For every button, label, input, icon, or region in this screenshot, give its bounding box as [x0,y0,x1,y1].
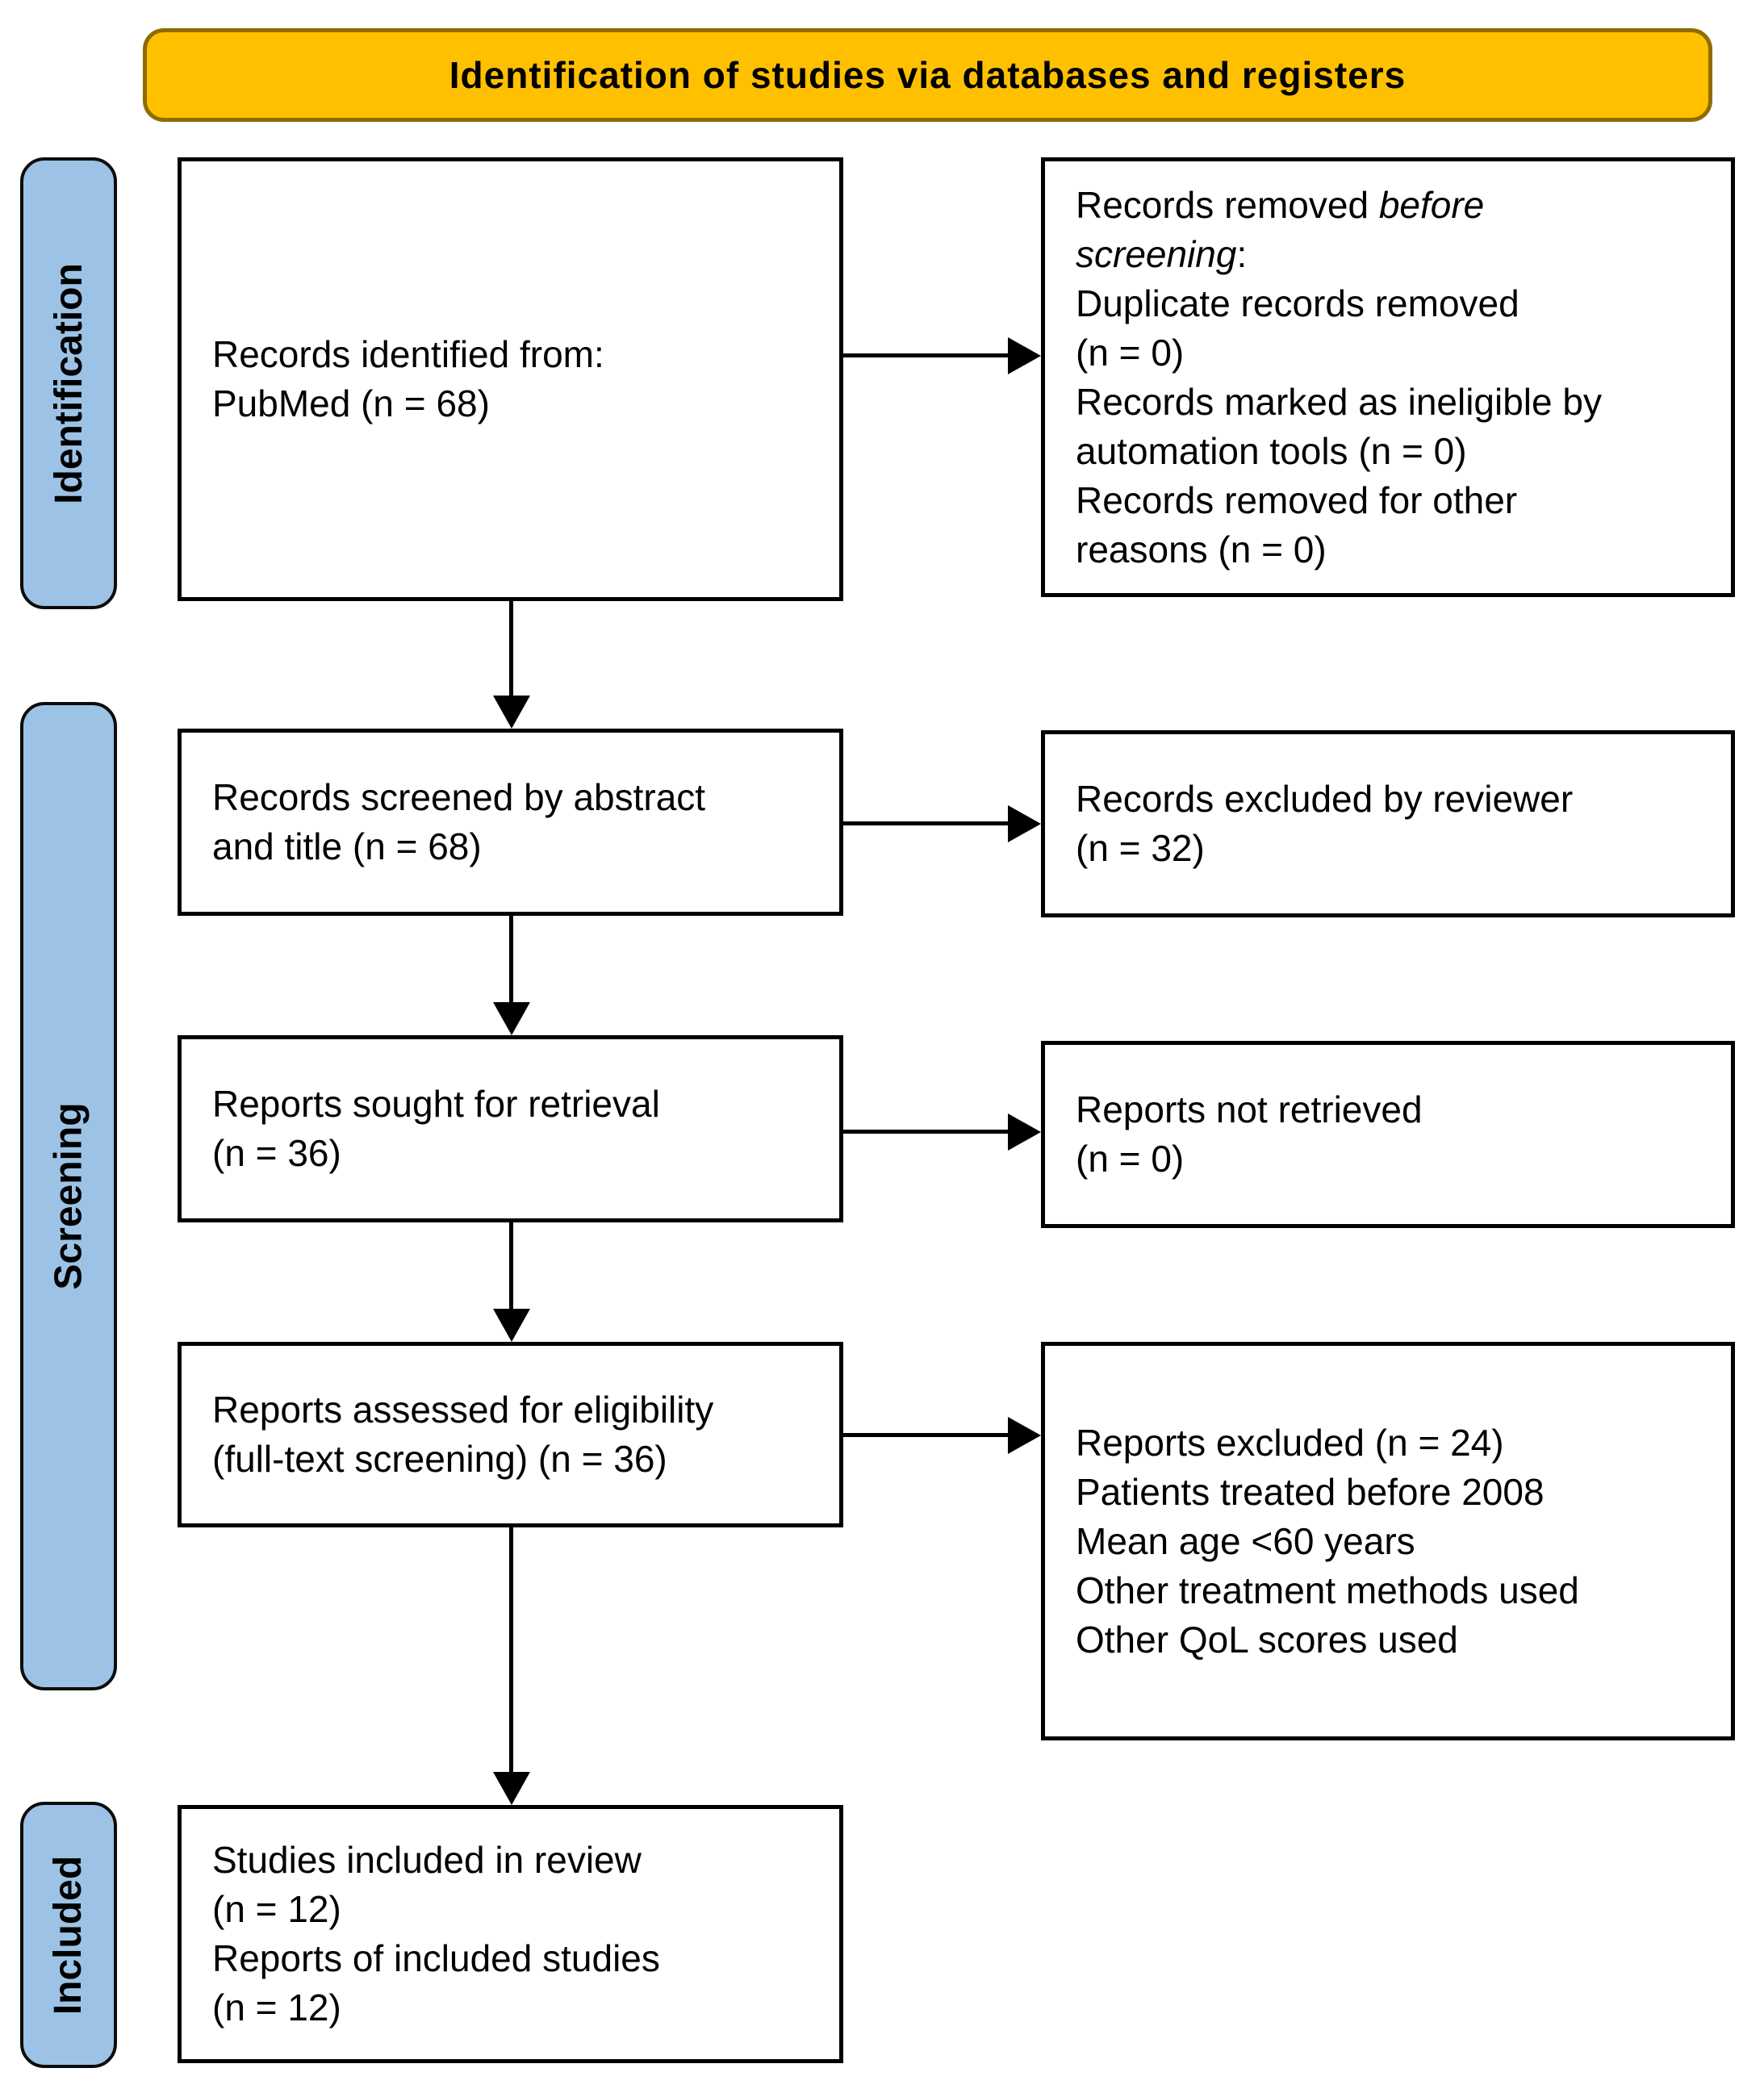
box-reports-assessed-text: Reports assessed for eligibility(full-te… [212,1389,714,1480]
box-reports-excluded-text: Reports excluded (n = 24)Patients treate… [1076,1421,1579,1661]
box-reports-not-retrieved-text: Reports not retrieved(n = 0) [1076,1088,1423,1180]
arrow-assessed-to-reportsexcluded-head-icon [1008,1417,1041,1454]
arrow-sought-to-notretrieved-line [843,1130,1010,1134]
box-studies-included-text: Studies included in review(n = 12)Report… [212,1839,660,2028]
arrow-assessed-to-reportsexcluded-line [843,1433,1010,1437]
box-reports-not-retrieved: Reports not retrieved(n = 0) [1041,1041,1735,1228]
arrow-screened-to-sought-line [509,916,513,1005]
arrow-sought-to-assessed-head-icon [493,1309,530,1342]
arrow-identified-to-removed-head-icon [1008,337,1041,374]
arrow-screened-to-excluded-head-icon [1008,805,1041,842]
arrow-identified-to-screened-line [509,601,513,698]
box-studies-included: Studies included in review(n = 12)Report… [178,1805,843,2063]
box-records-identified: Records identified from:PubMed (n = 68) [178,157,843,601]
stage-label-screening-text: Screening [47,1102,90,1290]
stage-label-identification: Identification [20,157,117,609]
stage-label-included-text: Included [47,1855,90,2015]
box-reports-excluded: Reports excluded (n = 24)Patients treate… [1041,1342,1735,1740]
box-reports-sought: Reports sought for retrieval(n = 36) [178,1035,843,1222]
stage-label-included: Included [20,1802,117,2068]
stage-label-identification-text: Identification [47,262,90,504]
stage-label-screening: Screening [20,702,117,1690]
diagram-title: Identification of studies via databases … [449,54,1407,96]
arrow-sought-to-notretrieved-head-icon [1008,1113,1041,1151]
arrow-screened-to-sought-head-icon [493,1002,530,1035]
arrow-screened-to-excluded-line [843,821,1010,825]
arrow-assessed-to-included-head-icon [493,1772,530,1805]
arrow-identified-to-screened-head-icon [493,696,530,729]
arrow-assessed-to-included-line [509,1527,513,1774]
box-records-excluded-text: Records excluded by reviewer(n = 32) [1076,778,1574,869]
arrow-identified-to-removed-line [843,353,1010,357]
box-records-identified-text: Records identified from:PubMed (n = 68) [212,333,604,424]
box-records-excluded: Records excluded by reviewer(n = 32) [1041,730,1735,917]
box-reports-sought-text: Reports sought for retrieval(n = 36) [212,1083,660,1174]
arrow-sought-to-assessed-line [509,1222,513,1311]
box-reports-assessed: Reports assessed for eligibility(full-te… [178,1342,843,1527]
diagram-title-banner: Identification of studies via databases … [143,28,1712,122]
